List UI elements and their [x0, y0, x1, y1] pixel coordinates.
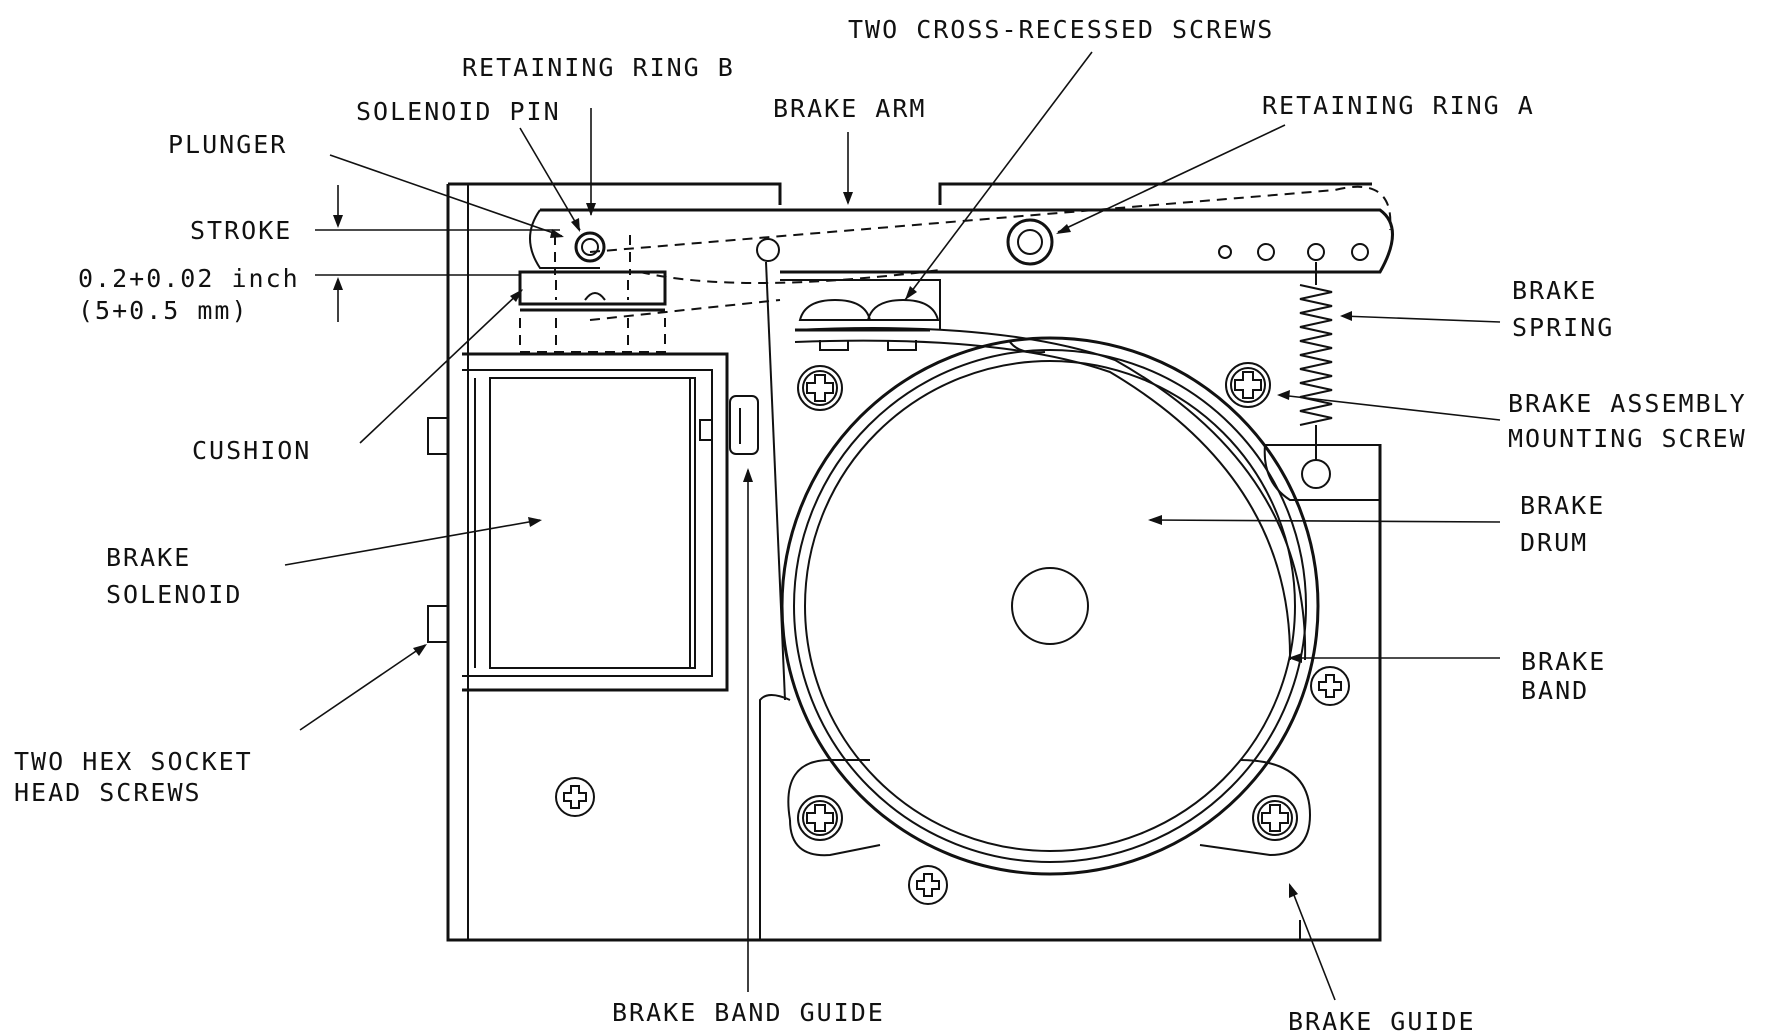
- label-brake-drum-2: DRUM: [1520, 528, 1588, 557]
- brake-arm: [529, 185, 1394, 321]
- brake-frame: [427, 182, 1382, 942]
- label-brake-band-2: BAND: [1521, 676, 1589, 705]
- label-stroke: STROKE: [190, 216, 292, 245]
- label-cushion: CUSHION: [192, 436, 311, 465]
- stroke-dimension: [315, 185, 560, 322]
- frame-screw-right: [1310, 666, 1350, 706]
- label-brake-spring-1: BRAKE: [1512, 276, 1597, 305]
- label-two-cross-recessed-screws: TWO CROSS-RECESSED SCREWS: [848, 15, 1274, 44]
- drum-lug-left: [787, 759, 881, 857]
- brake-band: [794, 327, 1307, 661]
- label-solenoid-pin: SOLENOID PIN: [356, 97, 561, 126]
- label-two-hex-socket-head-screws-1: TWO HEX SOCKET: [14, 747, 253, 776]
- two-cross-recessed-screws: [780, 279, 941, 351]
- label-brake-assembly-mounting-screw-2: MOUNTING SCREW: [1508, 424, 1747, 453]
- label-brake-band-guide: BRAKE BAND GUIDE: [612, 998, 885, 1027]
- frame-screw-lower-left: [555, 777, 595, 817]
- plunger-lower: [519, 318, 666, 353]
- label-brake-drum-1: BRAKE: [1520, 491, 1605, 520]
- label-brake-arm: BRAKE ARM: [773, 94, 926, 123]
- frame-screw-bottom: [908, 865, 948, 905]
- arm-pivot-pin: [756, 238, 780, 262]
- plunger: [554, 235, 631, 275]
- brake-solenoid: [462, 352, 759, 692]
- label-retaining-ring-b: RETAINING RING B: [462, 53, 735, 82]
- label-brake-assembly-mounting-screw-1: BRAKE ASSEMBLY: [1508, 389, 1747, 418]
- label-stroke-inch: 0.2+0.02 inch: [78, 264, 300, 293]
- label-plunger: PLUNGER: [168, 130, 287, 159]
- frame-screw-top-left: [797, 365, 843, 411]
- solenoid-pin: [574, 231, 606, 263]
- retaining-ring-a: [1006, 218, 1054, 266]
- label-brake-band-1: BRAKE: [1521, 647, 1606, 676]
- label-brake-spring-2: SPRING: [1512, 313, 1614, 342]
- brake-spring: [1299, 262, 1333, 489]
- brake-assembly-mounting-screw: [1225, 362, 1271, 408]
- brake-drum: [780, 336, 1320, 876]
- label-brake-guide: BRAKE GUIDE: [1288, 1007, 1476, 1035]
- drum-lug-right: [1199, 759, 1312, 857]
- label-brake-solenoid-1: BRAKE: [106, 543, 191, 572]
- label-brake-solenoid-2: SOLENOID: [106, 580, 242, 609]
- leader-lines: [284, 51, 1501, 1001]
- label-stroke-mm: (5+0.5 mm): [78, 296, 249, 325]
- cushion: [518, 270, 667, 312]
- label-two-hex-socket-head-screws-2: HEAD SCREWS: [14, 778, 202, 807]
- label-retaining-ring-a: RETAINING RING A: [1262, 91, 1535, 120]
